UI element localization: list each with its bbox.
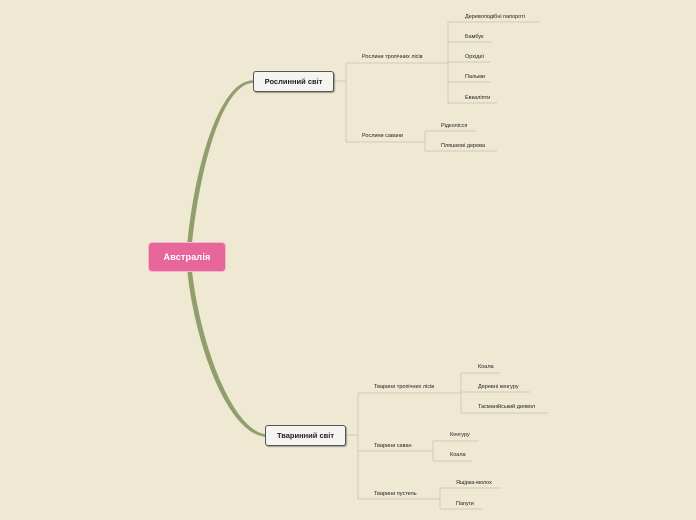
leaf-node[interactable]: Рідколісся (441, 123, 468, 129)
leaf-node[interactable]: Ящірка-молох (456, 480, 492, 486)
line-animals-desert-items (439, 487, 501, 510)
leaf-node[interactable]: Кенгуру (450, 432, 470, 438)
root-node[interactable]: Австралія (149, 243, 225, 271)
group-node-animals-desert[interactable]: Тварини пустель (374, 491, 417, 497)
line-animals-trunk (346, 393, 359, 499)
leaf-node[interactable]: Орхідеї (465, 54, 485, 60)
line-plants-savanna-items (424, 130, 497, 152)
leaf-node[interactable]: Пляшкові дерева (441, 143, 486, 149)
leaf-node[interactable]: Папуги (456, 501, 474, 507)
leaf-node[interactable]: Бамбук (465, 34, 484, 40)
leaf-node[interactable]: Тасманійський диявол (478, 404, 536, 410)
group-node-plants-savanna[interactable]: Рослини савани (362, 133, 403, 139)
group-node-animals-tropical[interactable]: Тварини тропічних лісів (374, 384, 435, 390)
leaf-node[interactable]: Коала (478, 364, 494, 370)
leaf-node[interactable]: Деревні кенгуру (478, 384, 519, 390)
leaf-node[interactable]: Коала (450, 452, 466, 458)
branch-connector-plants (186, 80, 254, 258)
line-animals-tropical-items (460, 372, 548, 414)
group-node-animals-savanna[interactable]: Тварини саван (374, 443, 412, 449)
branch-node-plants[interactable]: Рослинний світ (253, 71, 334, 92)
leaf-node[interactable]: Деревоподібні папороті (465, 14, 525, 20)
branch-connector-animals (186, 256, 266, 437)
leaf-node[interactable]: Евкаліпти (465, 95, 491, 101)
group-node-plants-tropical[interactable]: Рослини тропічних лісів (362, 54, 423, 60)
leaf-node[interactable]: Пальми (465, 74, 485, 80)
line-plants-trunk (334, 63, 347, 142)
branch-node-animals[interactable]: Тваринний світ (265, 425, 346, 446)
line-animals-savanna-items (432, 440, 479, 462)
line-plants-tropical-items (436, 21, 540, 104)
